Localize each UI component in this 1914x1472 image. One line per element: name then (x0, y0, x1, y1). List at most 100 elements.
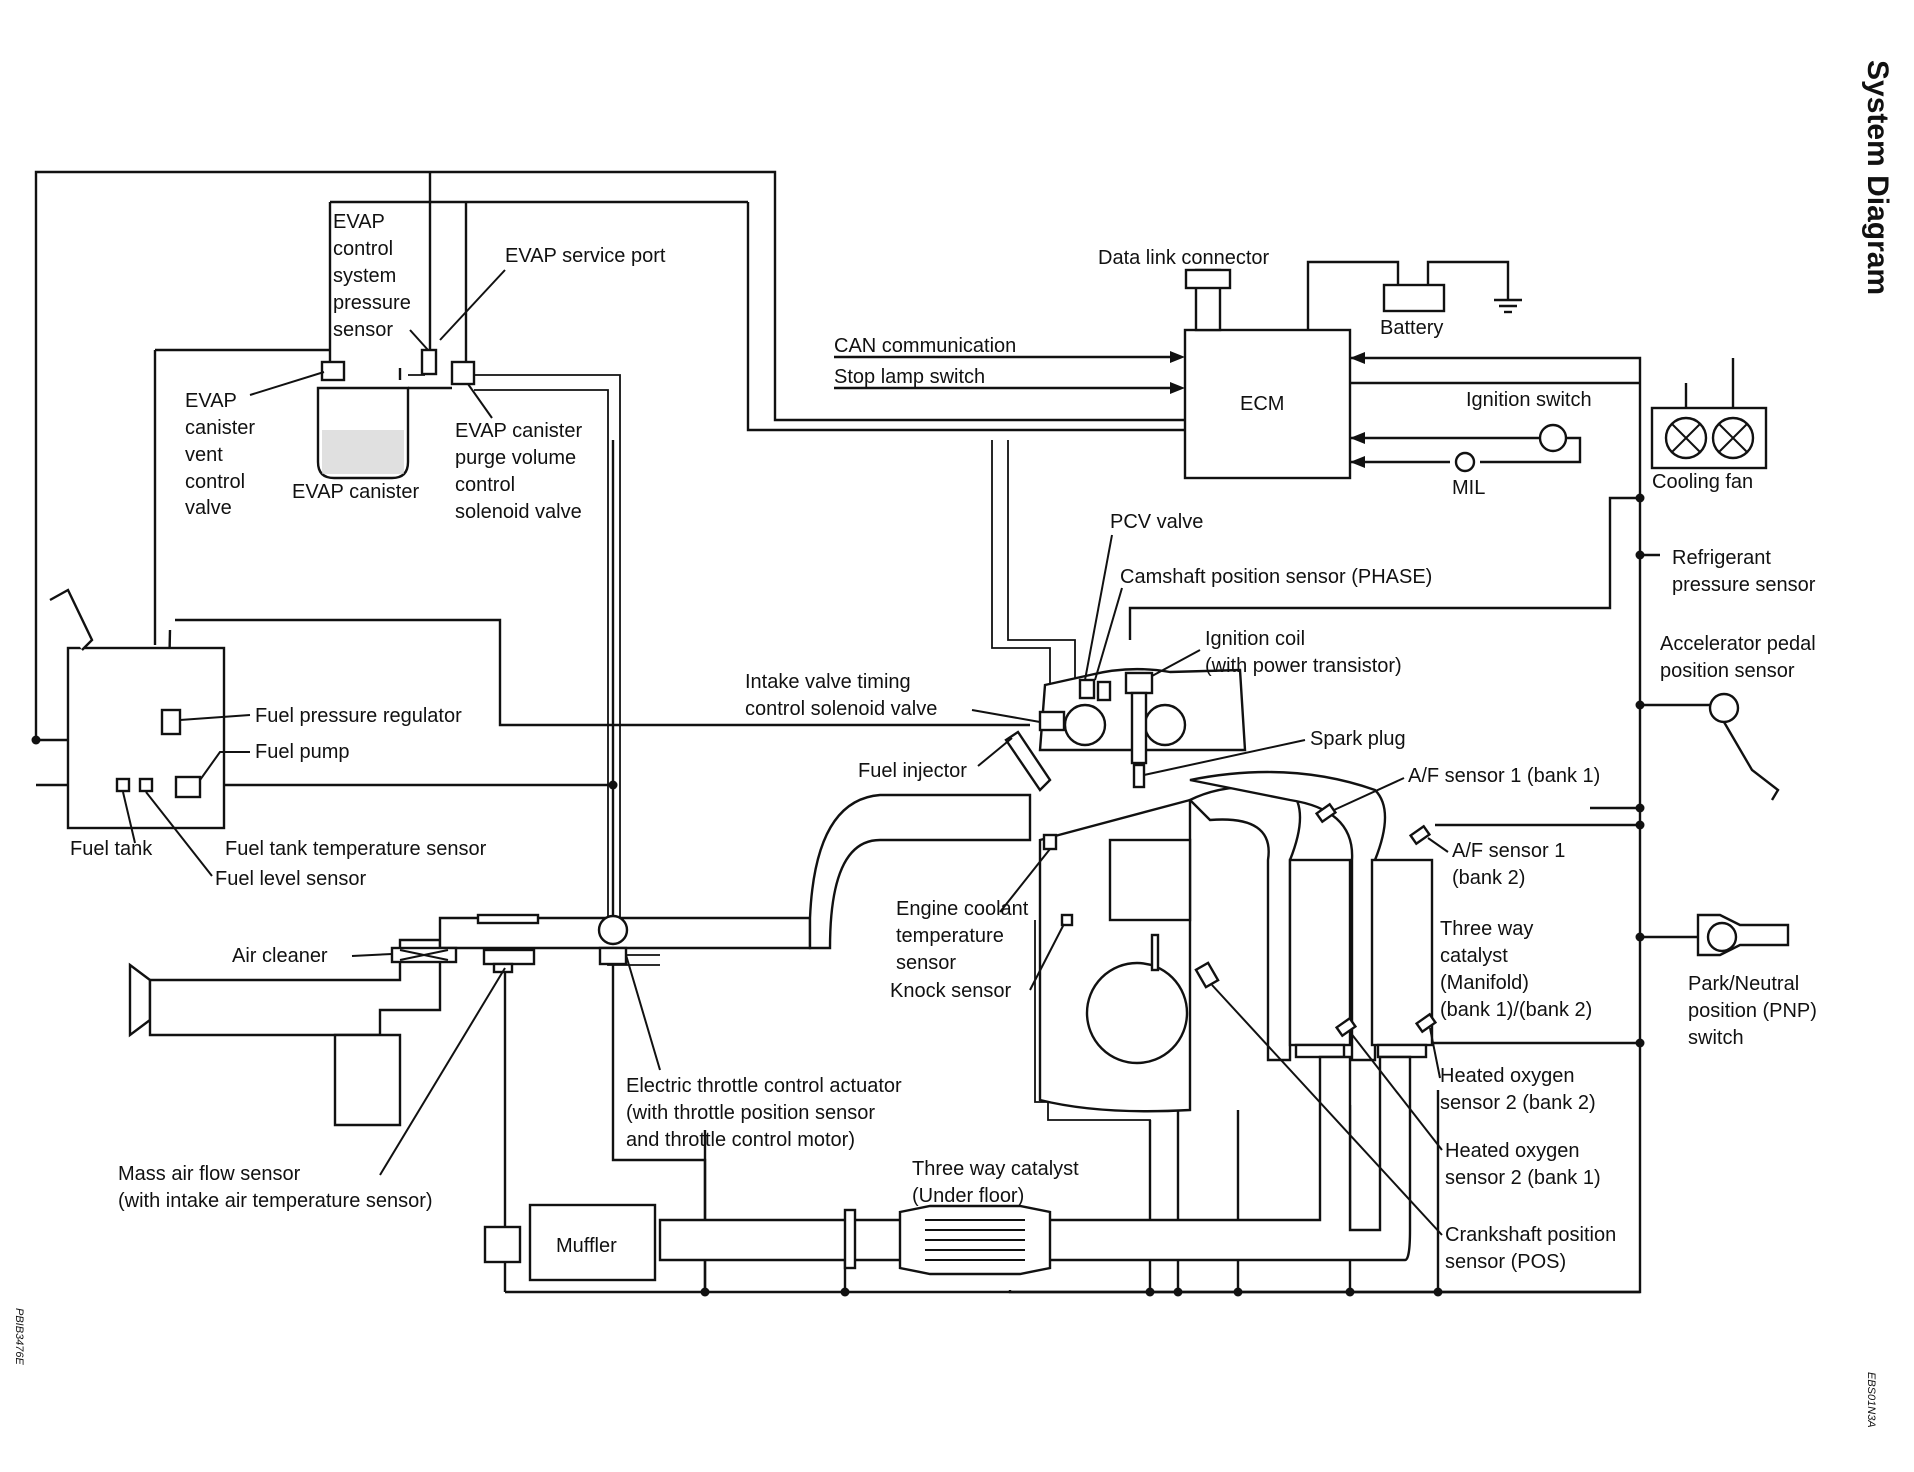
svg-text:sensor 2 (bank 2): sensor 2 (bank 2) (1440, 1092, 1596, 1114)
spark-plug (1132, 763, 1146, 789)
fuel-level-sensor (138, 777, 154, 793)
evap-vent-valve (320, 360, 346, 382)
svg-text:pressure sensor: pressure sensor (1672, 574, 1816, 596)
evap-purge-valve (408, 360, 660, 966)
fuel-tank-label: Fuel tank (70, 838, 153, 860)
svg-text:and throttle control motor): and throttle control motor) (626, 1129, 855, 1151)
camshaft-sensor-label: Camshaft position sensor (PHASE) (1094, 566, 1432, 681)
svg-text:Crankshaft position: Crankshaft position (1445, 1224, 1616, 1246)
figure-code-right: EBS01N3A (1865, 1372, 1877, 1428)
maf-sensor-label: Mass air flow sensor (with intake air te… (118, 967, 506, 1212)
svg-text:control: control (455, 474, 515, 496)
fuel-injector-label: Fuel injector (858, 737, 1013, 782)
muffler-label: Muffler (556, 1235, 617, 1257)
pcv-valve (1096, 680, 1112, 702)
svg-text:Engine coolant: Engine coolant (896, 898, 1029, 920)
svg-text:sensor (POS): sensor (POS) (1445, 1251, 1566, 1273)
svg-text:EVAP canister: EVAP canister (455, 420, 582, 442)
exhaust-manifold (1187, 770, 1387, 1062)
fuel-pump-label: Fuel pump (255, 741, 350, 763)
mil-lamp: MIL (1452, 451, 1485, 499)
af-sensor-1-bank2-label: A/F sensor 1 (bank 2) (1427, 837, 1565, 889)
fuel-tank-temp-sensor-label: Fuel tank temperature sensor (225, 838, 487, 860)
spark-plug-label: Spark plug (1143, 728, 1406, 776)
evap-pressure-sensor-label: EVAP control system pressure sensor (333, 211, 429, 351)
svg-text:A/F sensor 1: A/F sensor 1 (1452, 840, 1565, 862)
crankshaft-sensor (1194, 961, 1220, 989)
af-sensor-1-bank1-label: A/F sensor 1 (bank 1) (1333, 765, 1600, 811)
knock-sensor-label: Knock sensor (890, 923, 1065, 1002)
svg-text:Three way catalyst: Three way catalyst (912, 1158, 1079, 1180)
af-sensor-1-bank2 (1408, 824, 1432, 846)
svg-text:canister: canister (185, 417, 255, 439)
can-communication-label: CAN communication (834, 335, 1016, 357)
svg-text:Intake valve timing: Intake valve timing (745, 671, 911, 693)
svg-text:sensor: sensor (333, 319, 393, 341)
svg-text:(bank 2): (bank 2) (1452, 867, 1525, 889)
three-way-catalyst-underfloor-label: Three way catalyst (Under floor) (912, 1158, 1079, 1207)
three-way-catalyst-manifold (1288, 858, 1434, 1059)
svg-text:(with throttle position sensor: (with throttle position sensor (626, 1102, 875, 1124)
evap-purge-valve-label: EVAP canister purge volume control solen… (455, 383, 582, 523)
evap-pressure-sensor (420, 348, 438, 376)
svg-text:Heated oxygen: Heated oxygen (1445, 1140, 1580, 1162)
svg-text:Electric throttle control actu: Electric throttle control actuator (626, 1075, 902, 1097)
stop-lamp-switch-label: Stop lamp switch (834, 366, 985, 388)
svg-text:control: control (185, 471, 245, 493)
heated-o2-bank1-label: Heated oxygen sensor 2 (bank 1) (1349, 1031, 1601, 1189)
svg-text:(with intake air temperature s: (with intake air temperature sensor) (118, 1190, 433, 1212)
svg-text:Heated oxygen: Heated oxygen (1440, 1065, 1575, 1087)
intake-valve-timing-label: Intake valve timing control solenoid val… (745, 671, 1041, 723)
data-link-connector: Data link connector (1098, 247, 1270, 332)
heated-o2-bank2-label: Heated oxygen sensor 2 (bank 2) (1429, 1027, 1596, 1114)
park-neutral-switch: Park/Neutral position (PNP) switch (1688, 913, 1817, 1049)
diagram-title: System Diagram (1861, 60, 1894, 295)
fuel-injector (1004, 730, 1052, 792)
accelerator-sensor-label-2: position sensor (1660, 660, 1795, 682)
svg-text:EVAP service port: EVAP service port (505, 245, 666, 267)
fuel-tank-temp-sensor (115, 777, 131, 793)
svg-text:pressure: pressure (333, 292, 411, 314)
svg-text:catalyst: catalyst (1440, 945, 1508, 967)
mil-label: MIL (1452, 477, 1485, 499)
air-cleaner: Air cleaner (232, 945, 458, 967)
ground-symbol (1494, 298, 1522, 314)
svg-text:sensor: sensor (896, 952, 956, 974)
engine-coolant-sensor (1042, 833, 1058, 851)
knock-sensor (1060, 913, 1074, 927)
ignition-coil-label: Ignition coil (with power transistor) (1151, 628, 1402, 677)
air-intake-duct (128, 793, 1032, 1127)
ignition-switch: Ignition switch (1466, 389, 1592, 453)
svg-text:solenoid valve: solenoid valve (455, 501, 582, 523)
svg-text:vent: vent (185, 444, 223, 466)
ignition-coil (1124, 671, 1154, 765)
pcv-valve-label: PCV valve (1084, 511, 1203, 681)
svg-text:Spark plug: Spark plug (1310, 728, 1406, 750)
refrigerant-sensor-label: Refrigerant pressure sensor (1672, 547, 1816, 596)
cooling-fan-label: Cooling fan (1652, 471, 1753, 493)
fuel-pressure-regulator (160, 708, 182, 736)
ignition-switch-label: Ignition switch (1466, 389, 1592, 411)
svg-text:temperature: temperature (896, 925, 1004, 947)
svg-text:A/F sensor 1 (bank 1): A/F sensor 1 (bank 1) (1408, 765, 1600, 787)
accelerator-pedal-sensor: Accelerator pedal position sensor (1660, 633, 1816, 801)
three-way-catalyst-manifold-label: Three way catalyst (Manifold) (bank 1)/(… (1440, 918, 1592, 1021)
svg-text:system: system (333, 265, 396, 287)
evap-canister-label: EVAP canister (292, 481, 419, 503)
svg-text:PCV valve: PCV valve (1110, 511, 1203, 533)
fuel-pressure-regulator-label: Fuel pressure regulator (255, 705, 462, 727)
svg-text:EVAP: EVAP (185, 390, 237, 412)
park-neutral-label-3: switch (1688, 1027, 1744, 1049)
svg-text:valve: valve (185, 497, 232, 519)
ecm-label: ECM (1240, 393, 1284, 415)
svg-text:Mass air flow sensor: Mass air flow sensor (118, 1163, 301, 1185)
svg-text:Ignition coil: Ignition coil (1205, 628, 1305, 650)
camshaft-position-sensor (1078, 678, 1096, 700)
svg-text:Refrigerant: Refrigerant (1672, 547, 1771, 569)
park-neutral-label: Park/Neutral (1688, 973, 1799, 995)
svg-text:Camshaft position sensor (PHAS: Camshaft position sensor (PHASE) (1120, 566, 1432, 588)
cooling-fan: Cooling fan (1650, 358, 1768, 493)
fuel-tank: Fuel tank (49, 588, 226, 860)
svg-text:control: control (333, 238, 393, 260)
evap-canister: EVAP canister (292, 386, 419, 503)
